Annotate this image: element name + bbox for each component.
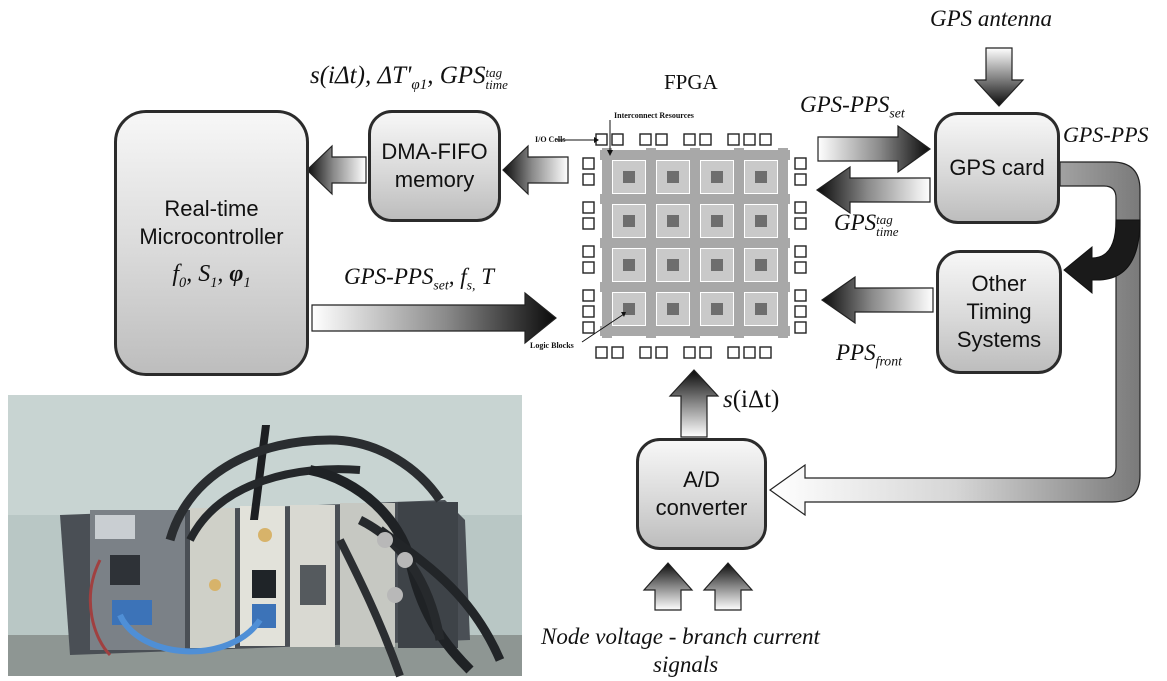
arrow-gps-to-fpga (815, 165, 931, 215)
other-timing-box: Other Timing Systems (936, 250, 1062, 374)
dma-label-1: DMA-FIFO (381, 139, 488, 164)
arrow-fpga-to-gps (817, 124, 932, 174)
arrow-dma-to-mc (306, 144, 367, 196)
fpga-label: FPGA (664, 70, 718, 94)
other-label-1: Other (971, 271, 1027, 296)
arrow-input-left (642, 562, 694, 611)
signal-adc: s(iΔt) (723, 386, 780, 413)
logic-blocks-label: Logic Blocks (530, 341, 574, 350)
input-signals-label-1: Node voltage - branch current (541, 624, 820, 649)
arrow-antenna-to-gps (973, 47, 1025, 107)
signal-pps-front: PPSfront (836, 340, 902, 369)
mc-label-2: Microcontroller (139, 223, 284, 249)
other-label-3: Systems (956, 327, 1042, 352)
signal-to-fpga: GPS-PPSset, fs, T (344, 264, 495, 293)
gps-pps-pipe (768, 161, 1141, 517)
input-signals-label-2: signals (653, 652, 719, 677)
arrow-mc-to-fpga (311, 291, 557, 345)
adc-box: A/D converter (636, 438, 767, 550)
gps-antenna-label: GPS antenna (930, 6, 1053, 31)
fpga-chip (557, 120, 807, 359)
dma-fifo-box: DMA-FIFO memory (368, 110, 501, 222)
io-cells-label: I/O Cells (535, 135, 566, 144)
other-label-2: Timing (966, 299, 1032, 324)
adc-label-2: converter (655, 495, 748, 520)
gps-card-box: GPS card (934, 112, 1060, 224)
arrow-other-to-fpga (820, 275, 934, 325)
mc-params: f0, S1, φ1 (172, 260, 251, 291)
mc-label-1: Real-time (164, 195, 259, 221)
arrow-input-right (702, 562, 754, 611)
gps-pps-label: GPS-PPS (1063, 122, 1149, 147)
hardware-photo-drawing (8, 395, 522, 678)
adc-label-1: A/D (683, 467, 720, 492)
arrow-fpga-to-dma (502, 144, 569, 196)
arrow-adc-to-fpga (668, 369, 720, 438)
microcontroller-box: Real-time Microcontroller f0, S1, φ1 (114, 110, 309, 376)
gps-card-label: GPS card (949, 155, 1045, 180)
signal-gps-pps-set: GPS-PPSset (800, 92, 905, 121)
interconnect-label: Interconnect Resources (614, 111, 694, 120)
dma-label-2: memory (394, 167, 475, 192)
